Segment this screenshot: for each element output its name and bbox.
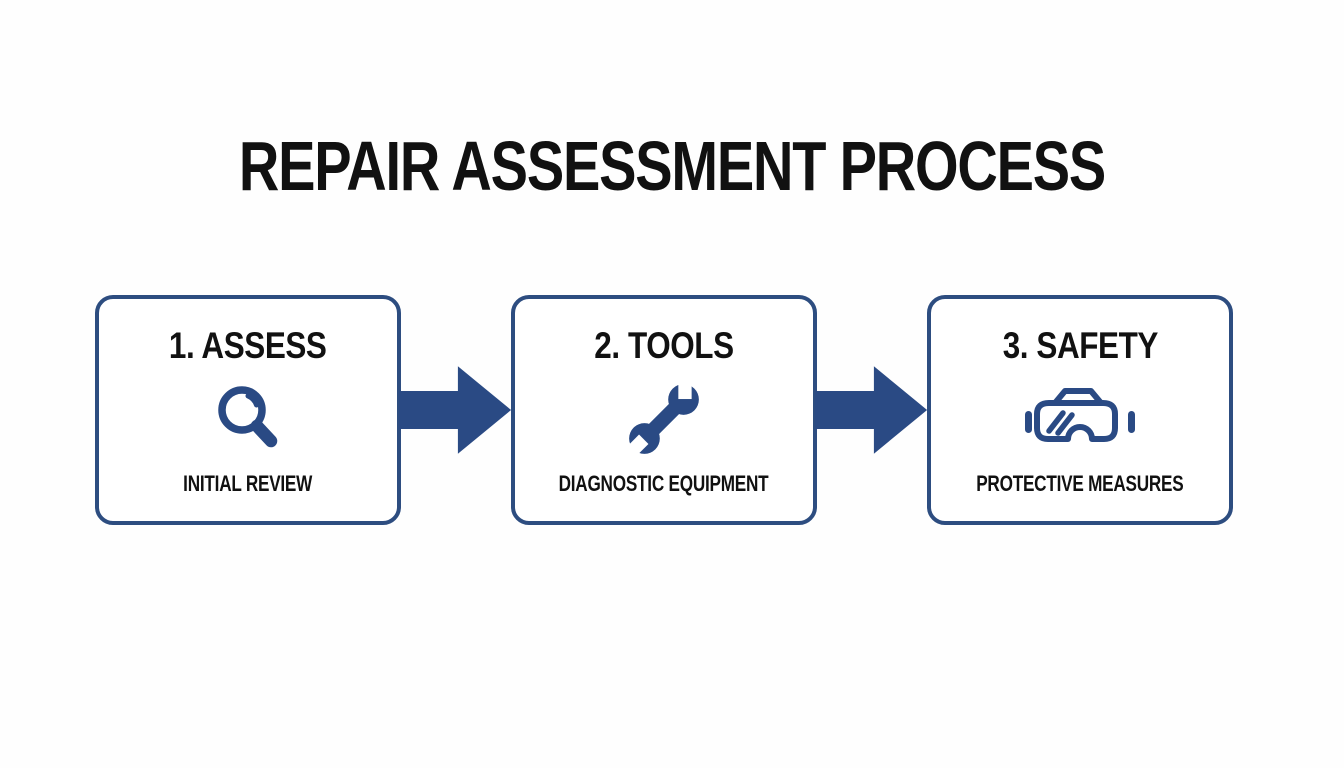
step-heading: 2. TOOLS	[594, 325, 734, 366]
arrow-right-icon	[815, 362, 929, 458]
step-heading: 1. ASSESS	[169, 325, 327, 366]
step-heading: 3. SAFETY	[1002, 325, 1158, 366]
goggles-icon	[1025, 364, 1135, 473]
step-box-safety: 3. SAFETY PROTECTIVE MEASURES	[927, 295, 1233, 525]
step-subtitle: PROTECTIVE MEASURES	[976, 471, 1184, 496]
arrow-right-icon	[399, 362, 513, 458]
process-flow: 1. ASSESS INITIAL REVIEW 2. TOOLS	[95, 295, 1233, 525]
step-box-tools: 2. TOOLS DIAGNOSTIC EQUIPMENT	[511, 295, 817, 525]
page-title: REPAIR ASSESSMENT PROCESS	[238, 127, 1106, 205]
wrench-icon	[620, 364, 708, 473]
magnifier-icon	[208, 364, 288, 473]
step-subtitle: INITIAL REVIEW	[183, 471, 313, 496]
step-box-assess: 1. ASSESS INITIAL REVIEW	[95, 295, 401, 525]
step-subtitle: DIAGNOSTIC EQUIPMENT	[559, 471, 769, 496]
